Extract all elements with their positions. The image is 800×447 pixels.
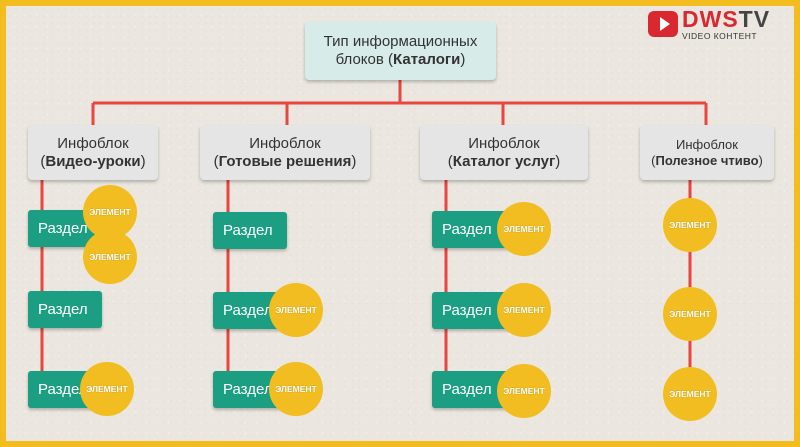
logo-name-b: TV <box>738 6 771 32</box>
play-icon <box>648 11 678 38</box>
section-1-2: Раздел <box>28 291 102 328</box>
logo-subtitle: VIDEO КОНТЕНТ <box>682 31 758 41</box>
element-3-1: ЭЛЕМЕНТ <box>497 202 551 256</box>
infoblock-2: Инфоблок (Готовые решения) <box>200 125 370 180</box>
logo-name-a: DWS <box>682 6 739 32</box>
root-node: Тип информационных блоков (Каталоги) <box>305 22 496 80</box>
infoblock-4: Инфоблок (Полезное чтиво) <box>640 125 774 180</box>
element-2-2: ЭЛЕМЕНТ <box>269 283 323 337</box>
section-2-1: Раздел <box>213 212 287 249</box>
infoblock-1: Инфоблок (Видео-уроки) <box>28 125 158 180</box>
dwstv-logo: DWSTV VIDEO КОНТЕНТ <box>648 8 770 41</box>
element-4-1: ЭЛЕМЕНТ <box>663 198 717 252</box>
element-4-3: ЭЛЕМЕНТ <box>663 367 717 421</box>
element-4-2: ЭЛЕМЕНТ <box>663 287 717 341</box>
element-1-1b: ЭЛЕМЕНТ <box>83 230 137 284</box>
element-3-3: ЭЛЕМЕНТ <box>497 364 551 418</box>
root-line1: Тип информационных <box>323 33 478 50</box>
section-3-2: Раздел <box>432 292 512 329</box>
element-3-2: ЭЛЕМЕНТ <box>497 283 551 337</box>
root-type: Каталоги <box>393 51 461 68</box>
infoblock-3: Инфоблок (Каталог услуг) <box>420 125 588 180</box>
element-1-3: ЭЛЕМЕНТ <box>80 362 134 416</box>
element-2-3: ЭЛЕМЕНТ <box>269 362 323 416</box>
